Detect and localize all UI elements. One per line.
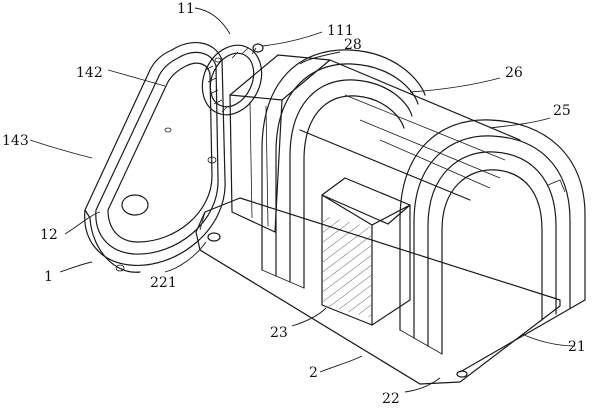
label-25: 25 xyxy=(553,103,571,119)
label-142: 142 xyxy=(76,65,103,81)
label-111: 111 xyxy=(327,23,354,39)
front-arch xyxy=(399,119,586,373)
base-plate xyxy=(195,197,561,385)
label-22: 22 xyxy=(382,391,400,407)
rear-arch xyxy=(261,49,426,289)
label-221: 221 xyxy=(150,275,177,291)
label-28: 28 xyxy=(344,37,362,53)
cylinder-body xyxy=(299,59,521,201)
label-11: 11 xyxy=(177,1,195,17)
leader-lines xyxy=(29,7,576,393)
label-2: 2 xyxy=(309,365,318,381)
label-143: 143 xyxy=(2,133,29,149)
label-26: 26 xyxy=(505,65,523,81)
gear-sprocket xyxy=(201,43,264,116)
label-1: 1 xyxy=(44,269,53,285)
center-block xyxy=(321,177,411,326)
label-12: 12 xyxy=(40,227,58,243)
belt-housing xyxy=(84,42,226,273)
label-23: 23 xyxy=(270,325,288,341)
label-21: 21 xyxy=(568,339,586,355)
